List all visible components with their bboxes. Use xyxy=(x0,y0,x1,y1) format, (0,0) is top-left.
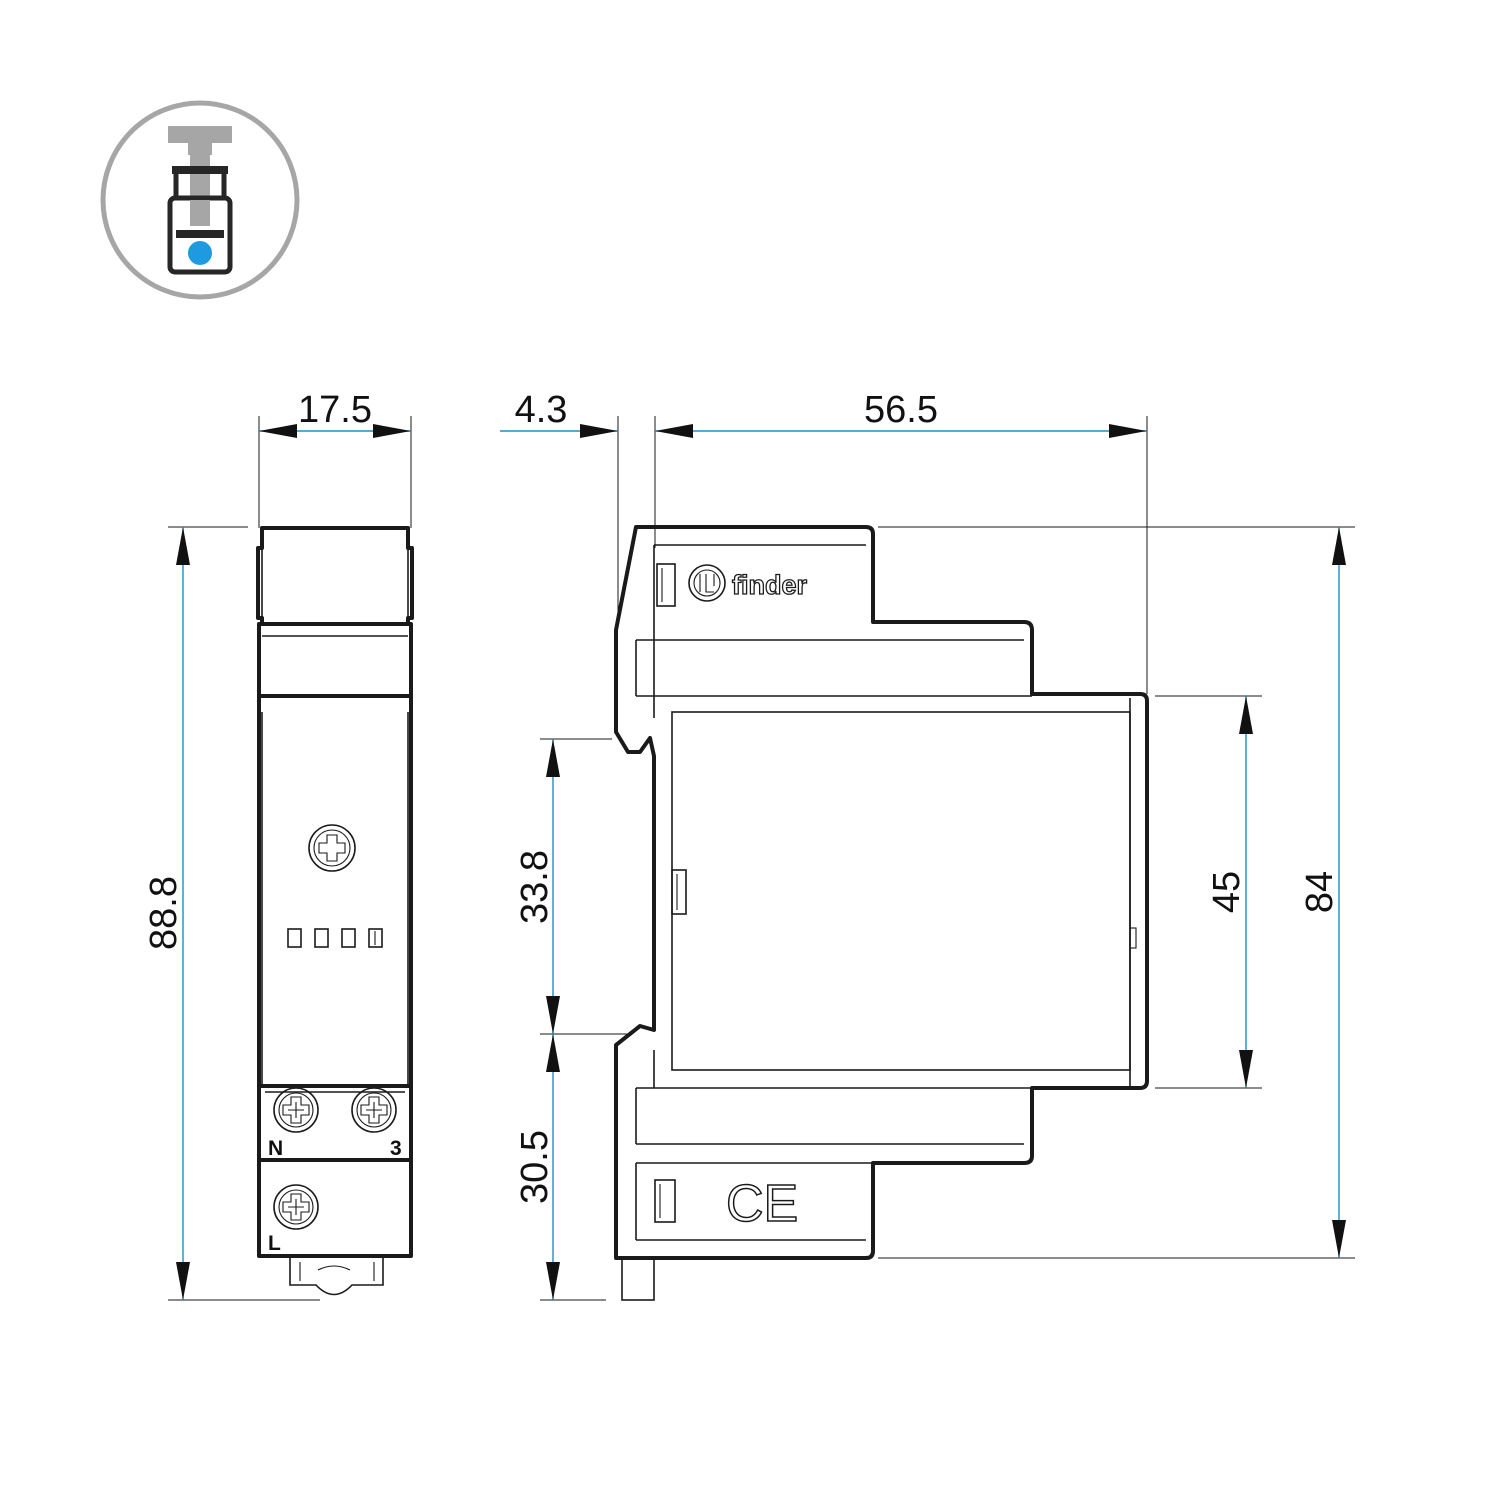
front-view: N 3 L xyxy=(256,526,414,1296)
terminal-label-l: L xyxy=(268,1232,281,1255)
dimension-4-3: 4.3 xyxy=(500,389,618,438)
dimension-17-5: 17.5 xyxy=(259,389,411,438)
dimension-rail-to-bottom: 30.5 xyxy=(514,1130,556,1204)
dimension-84: 84 xyxy=(1299,527,1346,1258)
extension-lines xyxy=(168,416,1355,1301)
dimension-33-8: 33.8 xyxy=(514,739,560,1034)
dimension-88-8: 88.8 xyxy=(143,527,190,1300)
terminal-dot xyxy=(188,241,212,265)
dimension-body-height: 84 xyxy=(1299,871,1341,913)
screw-terminal-icon xyxy=(100,100,300,300)
terminal-screw-n-icon xyxy=(273,1087,319,1133)
dimension-width-front: 17.5 xyxy=(298,389,372,431)
ce-mark: CE xyxy=(726,1175,798,1233)
adjust-screw-icon xyxy=(308,824,356,872)
dimension-upper-to-rail: 33.8 xyxy=(514,850,556,924)
terminal-screw-l-icon xyxy=(273,1184,319,1230)
dimension-depth: 56.5 xyxy=(864,389,938,431)
brand-name: finder xyxy=(732,570,807,600)
terminal-screw-3-icon xyxy=(351,1087,397,1133)
dimension-30-5: 30.5 xyxy=(514,1034,560,1300)
dimension-front-height: 45 xyxy=(1206,871,1248,913)
dimension-45: 45 xyxy=(1206,696,1253,1088)
led-indicators xyxy=(287,928,383,948)
dimension-56-5: 56.5 xyxy=(655,389,1147,438)
side-view: finder CE xyxy=(614,525,1149,1301)
finder-logo: finder xyxy=(688,564,808,602)
din-clip xyxy=(289,1258,384,1296)
terminal-label-3: 3 xyxy=(390,1137,402,1160)
dimension-din-offset: 4.3 xyxy=(515,389,568,431)
dimension-height-total: 88.8 xyxy=(143,876,185,950)
terminal-label-n: N xyxy=(268,1137,283,1160)
